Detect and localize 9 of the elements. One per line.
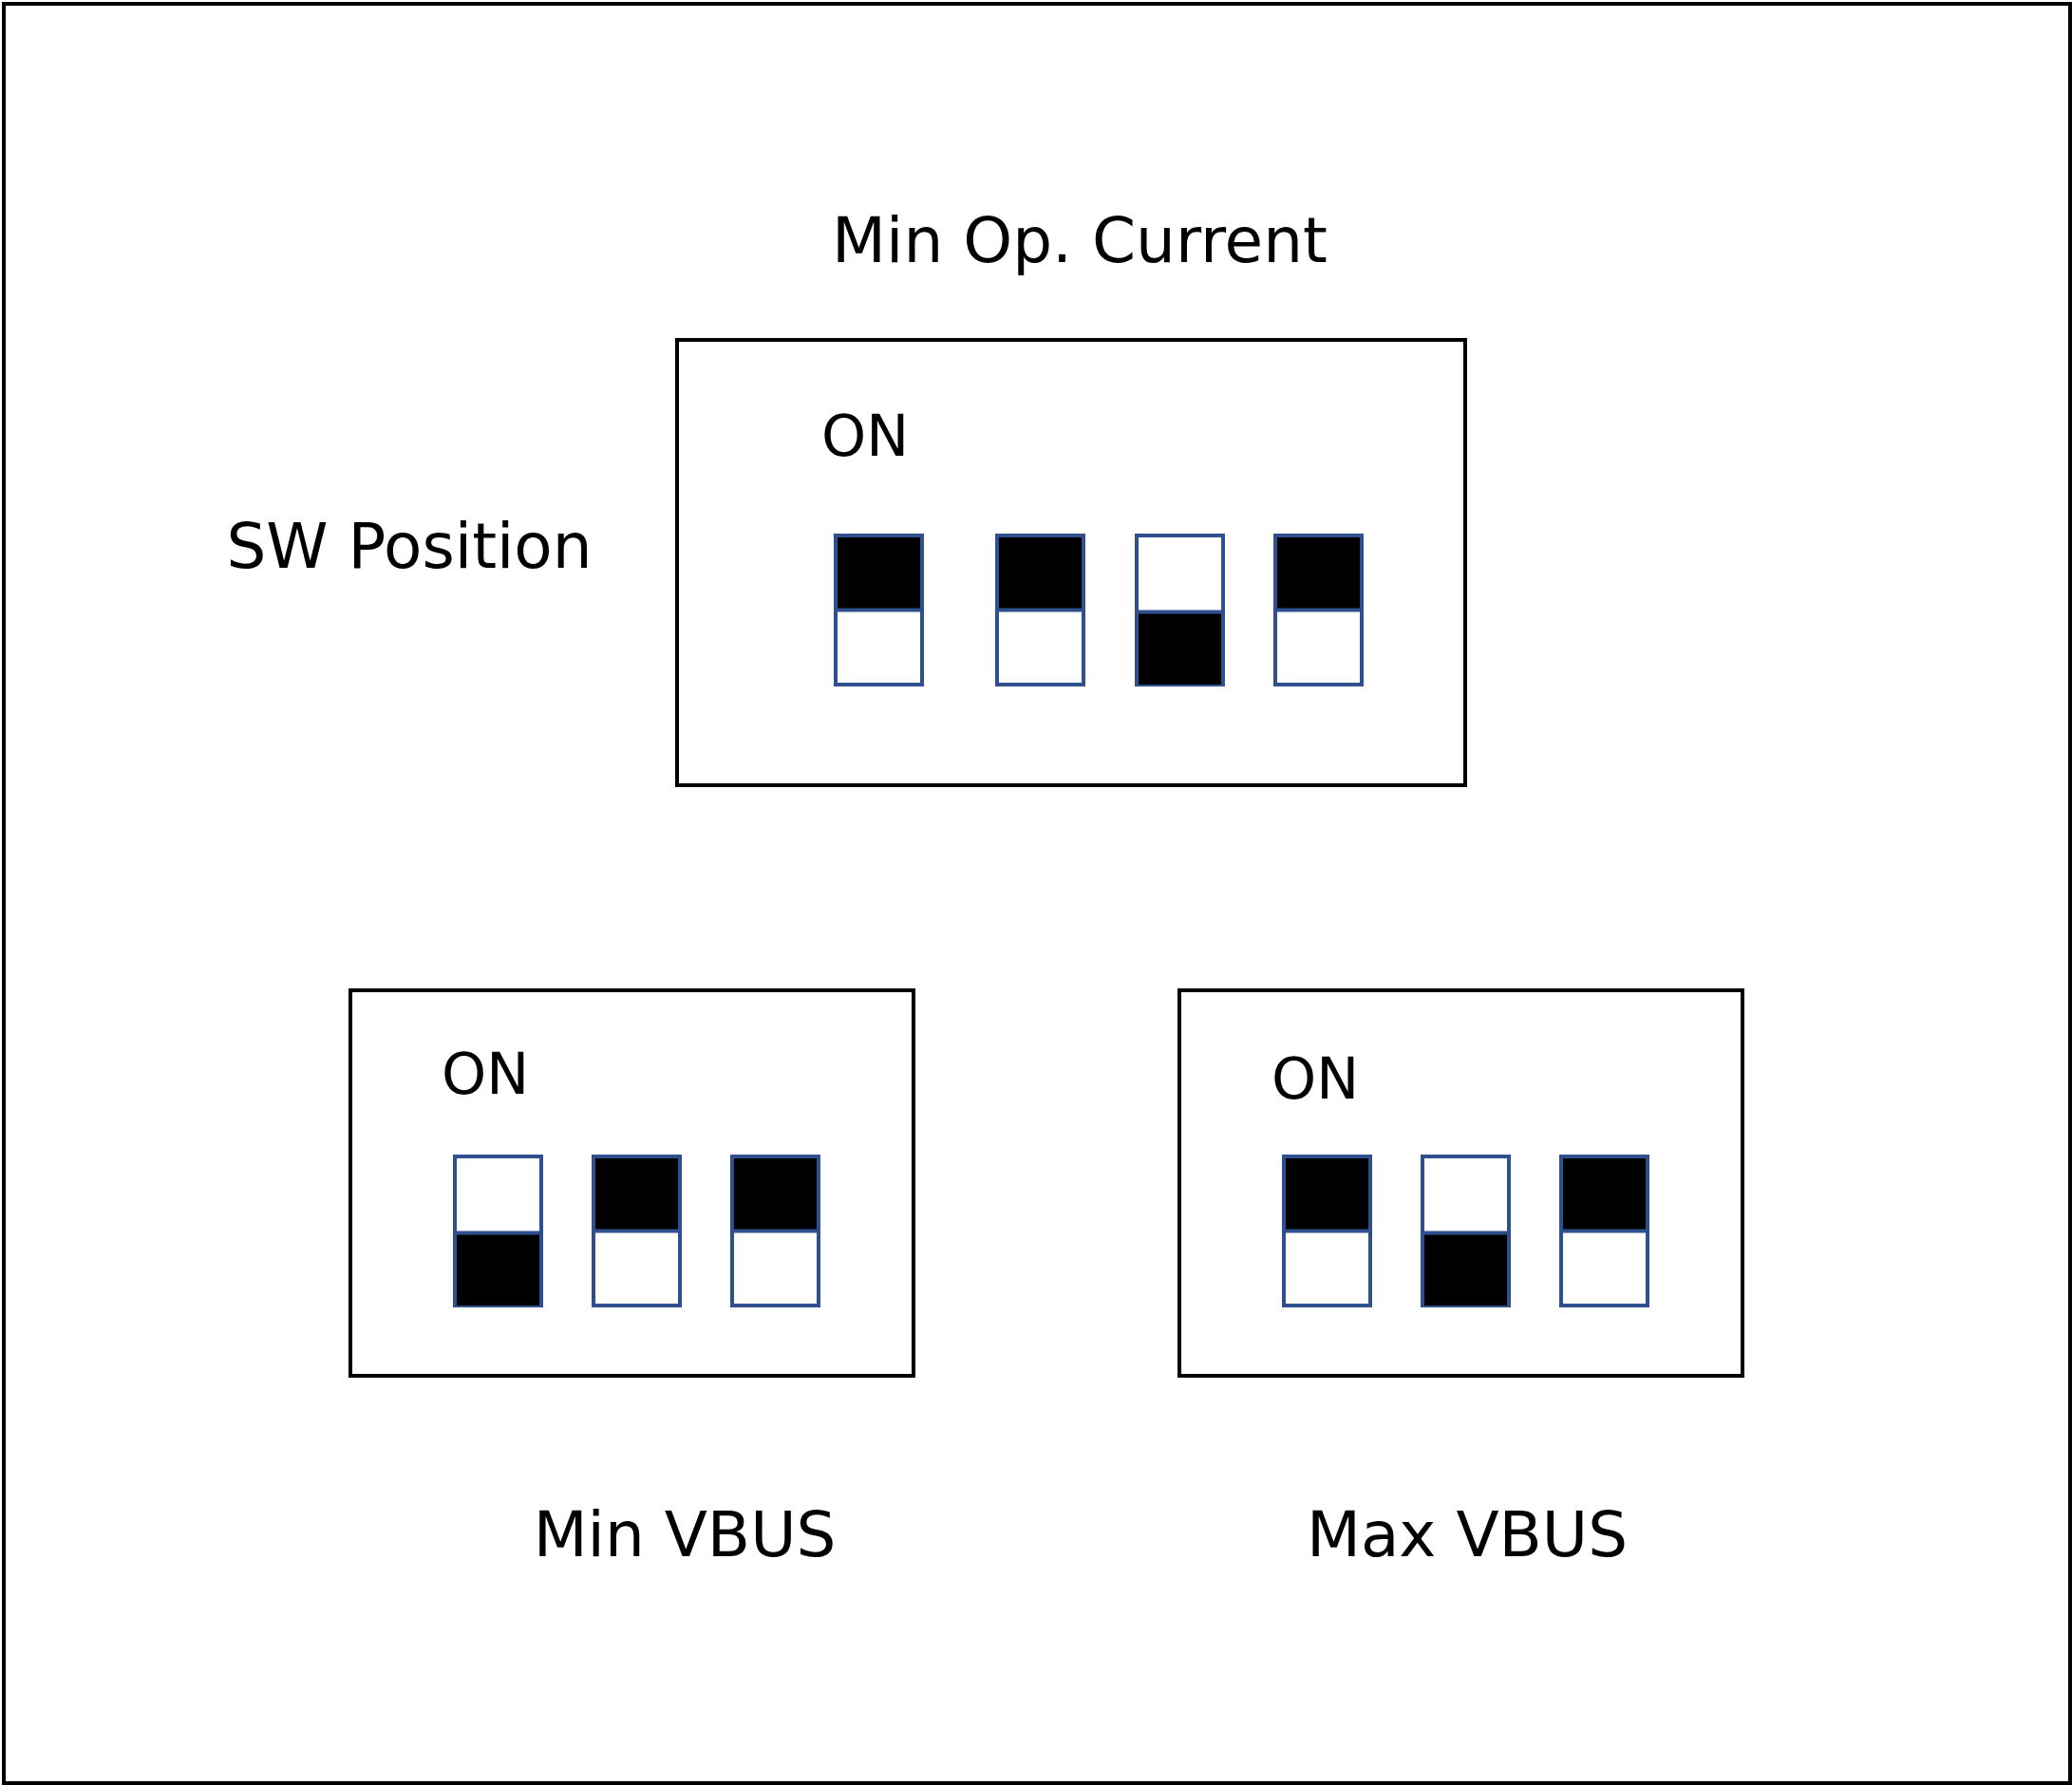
on-label: ON xyxy=(1271,1050,1360,1107)
panel-title: Min VBUS xyxy=(533,1504,837,1567)
dip-switch xyxy=(453,1155,543,1307)
on-label: ON xyxy=(441,1045,530,1102)
dip-switch xyxy=(1135,534,1225,686)
on-label: ON xyxy=(820,407,910,464)
panel-title: Max VBUS xyxy=(1306,1504,1629,1567)
dip-switch xyxy=(1421,1155,1511,1307)
row-label: SW Position xyxy=(226,516,593,578)
